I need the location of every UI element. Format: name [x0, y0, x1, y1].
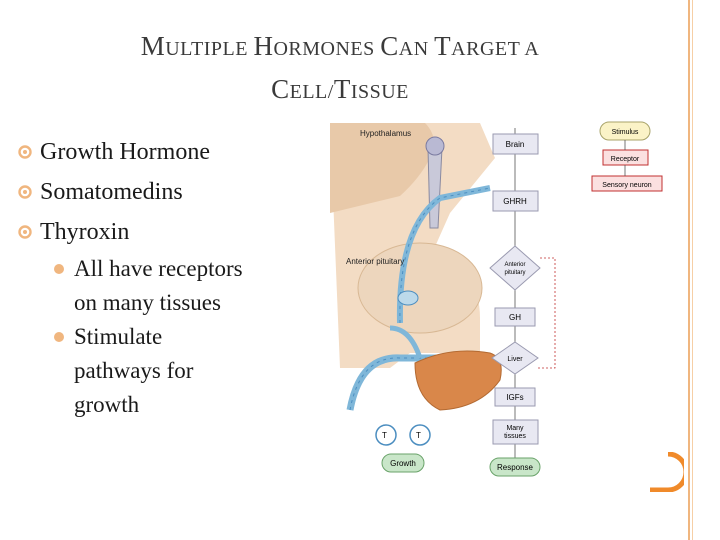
legend-receptor-label: Receptor: [611, 156, 640, 163]
title-word: AN: [398, 38, 435, 60]
title-cap: M: [140, 31, 166, 61]
igfs-box: [494, 387, 536, 407]
growth-label: Growth: [390, 459, 416, 468]
target-cell: [409, 424, 431, 446]
title-cap: H: [253, 31, 274, 61]
growth-oval: [381, 453, 425, 473]
anterior-pituitary-node: [489, 245, 541, 291]
sub-bullet-text: growth: [74, 392, 140, 417]
title-line-2: CELL/TISSUE: [40, 69, 640, 112]
legend-sensory-neuron: [591, 175, 663, 192]
hypothalamus-label: Hypothalamus: [360, 129, 411, 138]
sub-bullet-dot-icon: [54, 332, 64, 342]
neuron-cell: [425, 136, 445, 156]
bullet-list: Growth Hormone Somatomedins Thyroxin All…: [18, 132, 318, 422]
bullet-text: Thyroxin: [40, 219, 130, 245]
brain-label: Brain: [506, 140, 525, 149]
feedback-line: [538, 257, 556, 369]
title-cap: C: [271, 74, 290, 104]
sub-bullet-item: All have receptors on many tissues: [54, 252, 318, 320]
title-word: ARGET A: [451, 38, 540, 60]
target-cell-label: T: [382, 431, 387, 440]
brain-box: [492, 133, 539, 155]
title-cap: C: [380, 31, 399, 61]
legend-sensory-neuron-label: Sensory neuron: [602, 182, 652, 189]
title-word: ORMONES: [273, 38, 381, 60]
sub-bullet-dot-icon: [54, 264, 64, 274]
sub-bullet-text: on many tissues: [74, 290, 221, 315]
gh-label: GH: [509, 313, 521, 322]
bullet-item: Somatomedins: [18, 172, 318, 212]
response-label: Response: [497, 463, 534, 472]
bullet-text: Somatomedins: [40, 179, 183, 205]
target-cell-label: T: [416, 431, 421, 440]
many-tissues-box: [492, 419, 539, 445]
sub-bullet-text: pathways for: [74, 358, 194, 383]
bullet-marker-icon: [18, 145, 32, 159]
anterior-pituitary: [357, 242, 483, 334]
sub-bullet-item: Stimulate pathways for growth: [54, 320, 318, 422]
title-word: ULTIPLE: [165, 38, 254, 60]
liver-node-label: Liver: [507, 356, 523, 363]
sub-bullet-text: All have receptors: [74, 256, 243, 281]
slide-frame-line-secondary: [692, 0, 693, 540]
sub-bullet-list: All have receptors on many tissues Stimu…: [54, 252, 318, 422]
liver-node: [491, 341, 539, 375]
gh-box: [494, 307, 536, 327]
anterior-pituitary-label: Anterior pituitary: [346, 257, 404, 266]
bullet-item: Growth Hormone: [18, 132, 318, 172]
ghrh-box: [492, 190, 539, 212]
bullet-text: Growth Hormone: [40, 139, 210, 165]
title-word: ELL/: [289, 81, 334, 103]
response-oval: [489, 457, 541, 477]
bullet-marker-icon: [18, 185, 32, 199]
legend-receptor: [602, 149, 649, 166]
target-cell: [375, 424, 397, 446]
title-line-1: MULTIPLE HORMONES CAN TARGET A: [40, 26, 640, 69]
corner-decoration-icon: [650, 452, 684, 492]
gh-pathway-diagram: Hypothalamus Anterior pituitary T T Grow…: [330, 121, 663, 477]
blood-vessel: [389, 325, 423, 359]
hypothalamus-region: [330, 123, 434, 213]
igfs-label: IGFs: [506, 393, 523, 402]
title-word: ISSUE: [350, 81, 409, 103]
bullet-item: Thyroxin: [18, 212, 318, 252]
ghrh-label: GHRH: [503, 197, 527, 206]
slide-frame-line: [688, 0, 690, 540]
hormone-path: [349, 357, 471, 411]
liver: [414, 350, 502, 411]
title-cap: T: [434, 31, 452, 61]
bullet-marker-icon: [18, 225, 32, 239]
slide-title: MULTIPLE HORMONES CAN TARGET A CELL/TISS…: [40, 26, 640, 112]
title-cap: T: [333, 74, 351, 104]
legend-stimulus-label: Stimulus: [612, 129, 639, 136]
sub-bullet-text: Stimulate: [74, 324, 163, 349]
somatotroph-cell: [397, 290, 419, 306]
